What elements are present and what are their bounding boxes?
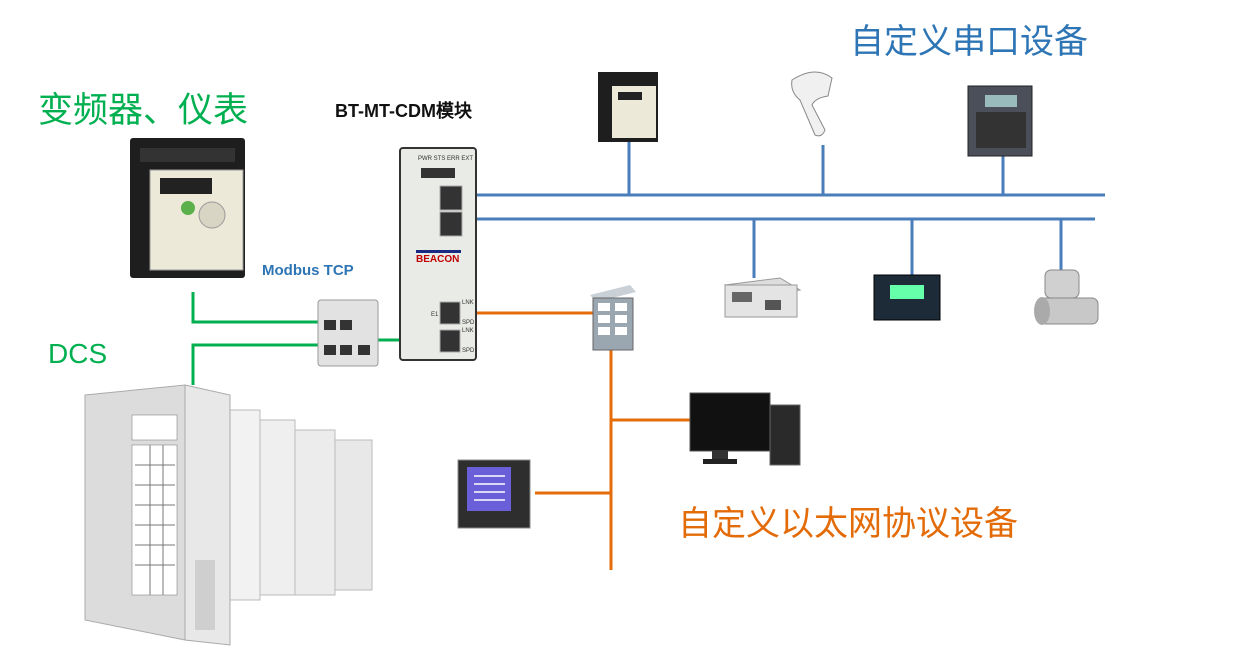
modbus-tcp-label: Modbus TCP (262, 262, 354, 279)
module-label: BT-MT-CDM模块 (335, 101, 472, 121)
svg-text:LNK: LNK (462, 300, 474, 306)
protection-relay-icon (967, 85, 1033, 157)
desktop-computer-icon (689, 392, 801, 466)
power-meter-icon (457, 459, 531, 529)
barcode-scanner-icon (791, 71, 833, 137)
ethernet-devices-label: 自定义以太网协议设备 (678, 504, 1018, 544)
vfd-meters-label: 变频器、仪表 (38, 91, 249, 131)
industrial-switch-icon (317, 299, 379, 367)
gateway-module-icon (723, 277, 802, 318)
ethernet-lines (455, 311, 690, 570)
ethernet-switch-icon (590, 285, 636, 351)
svg-text:E1: E1 (431, 312, 439, 318)
svg-text:LNK: LNK (462, 328, 474, 334)
vfd-device-icon (130, 138, 245, 278)
beacon-logo: BEACON (416, 254, 459, 265)
serial-devices-label: 自定义串口设备 (850, 22, 1088, 62)
svg-text:SPD: SPD (462, 348, 475, 354)
dcs-cabinet-icon (84, 384, 373, 646)
dcs-label: DCS (48, 338, 108, 369)
bt-mt-cdm-module-icon: PWR STS ERR EXT BEACON E1 LNK SPD LNK SPD (399, 147, 477, 361)
flowmeter-icon (1034, 269, 1099, 325)
serial-bus-1 (462, 140, 1105, 197)
led-labels: PWR STS ERR EXT (418, 156, 473, 162)
hmi-panel-icon (873, 274, 941, 321)
small-vfd-icon (598, 72, 658, 142)
svg-text:SPD: SPD (462, 320, 475, 326)
